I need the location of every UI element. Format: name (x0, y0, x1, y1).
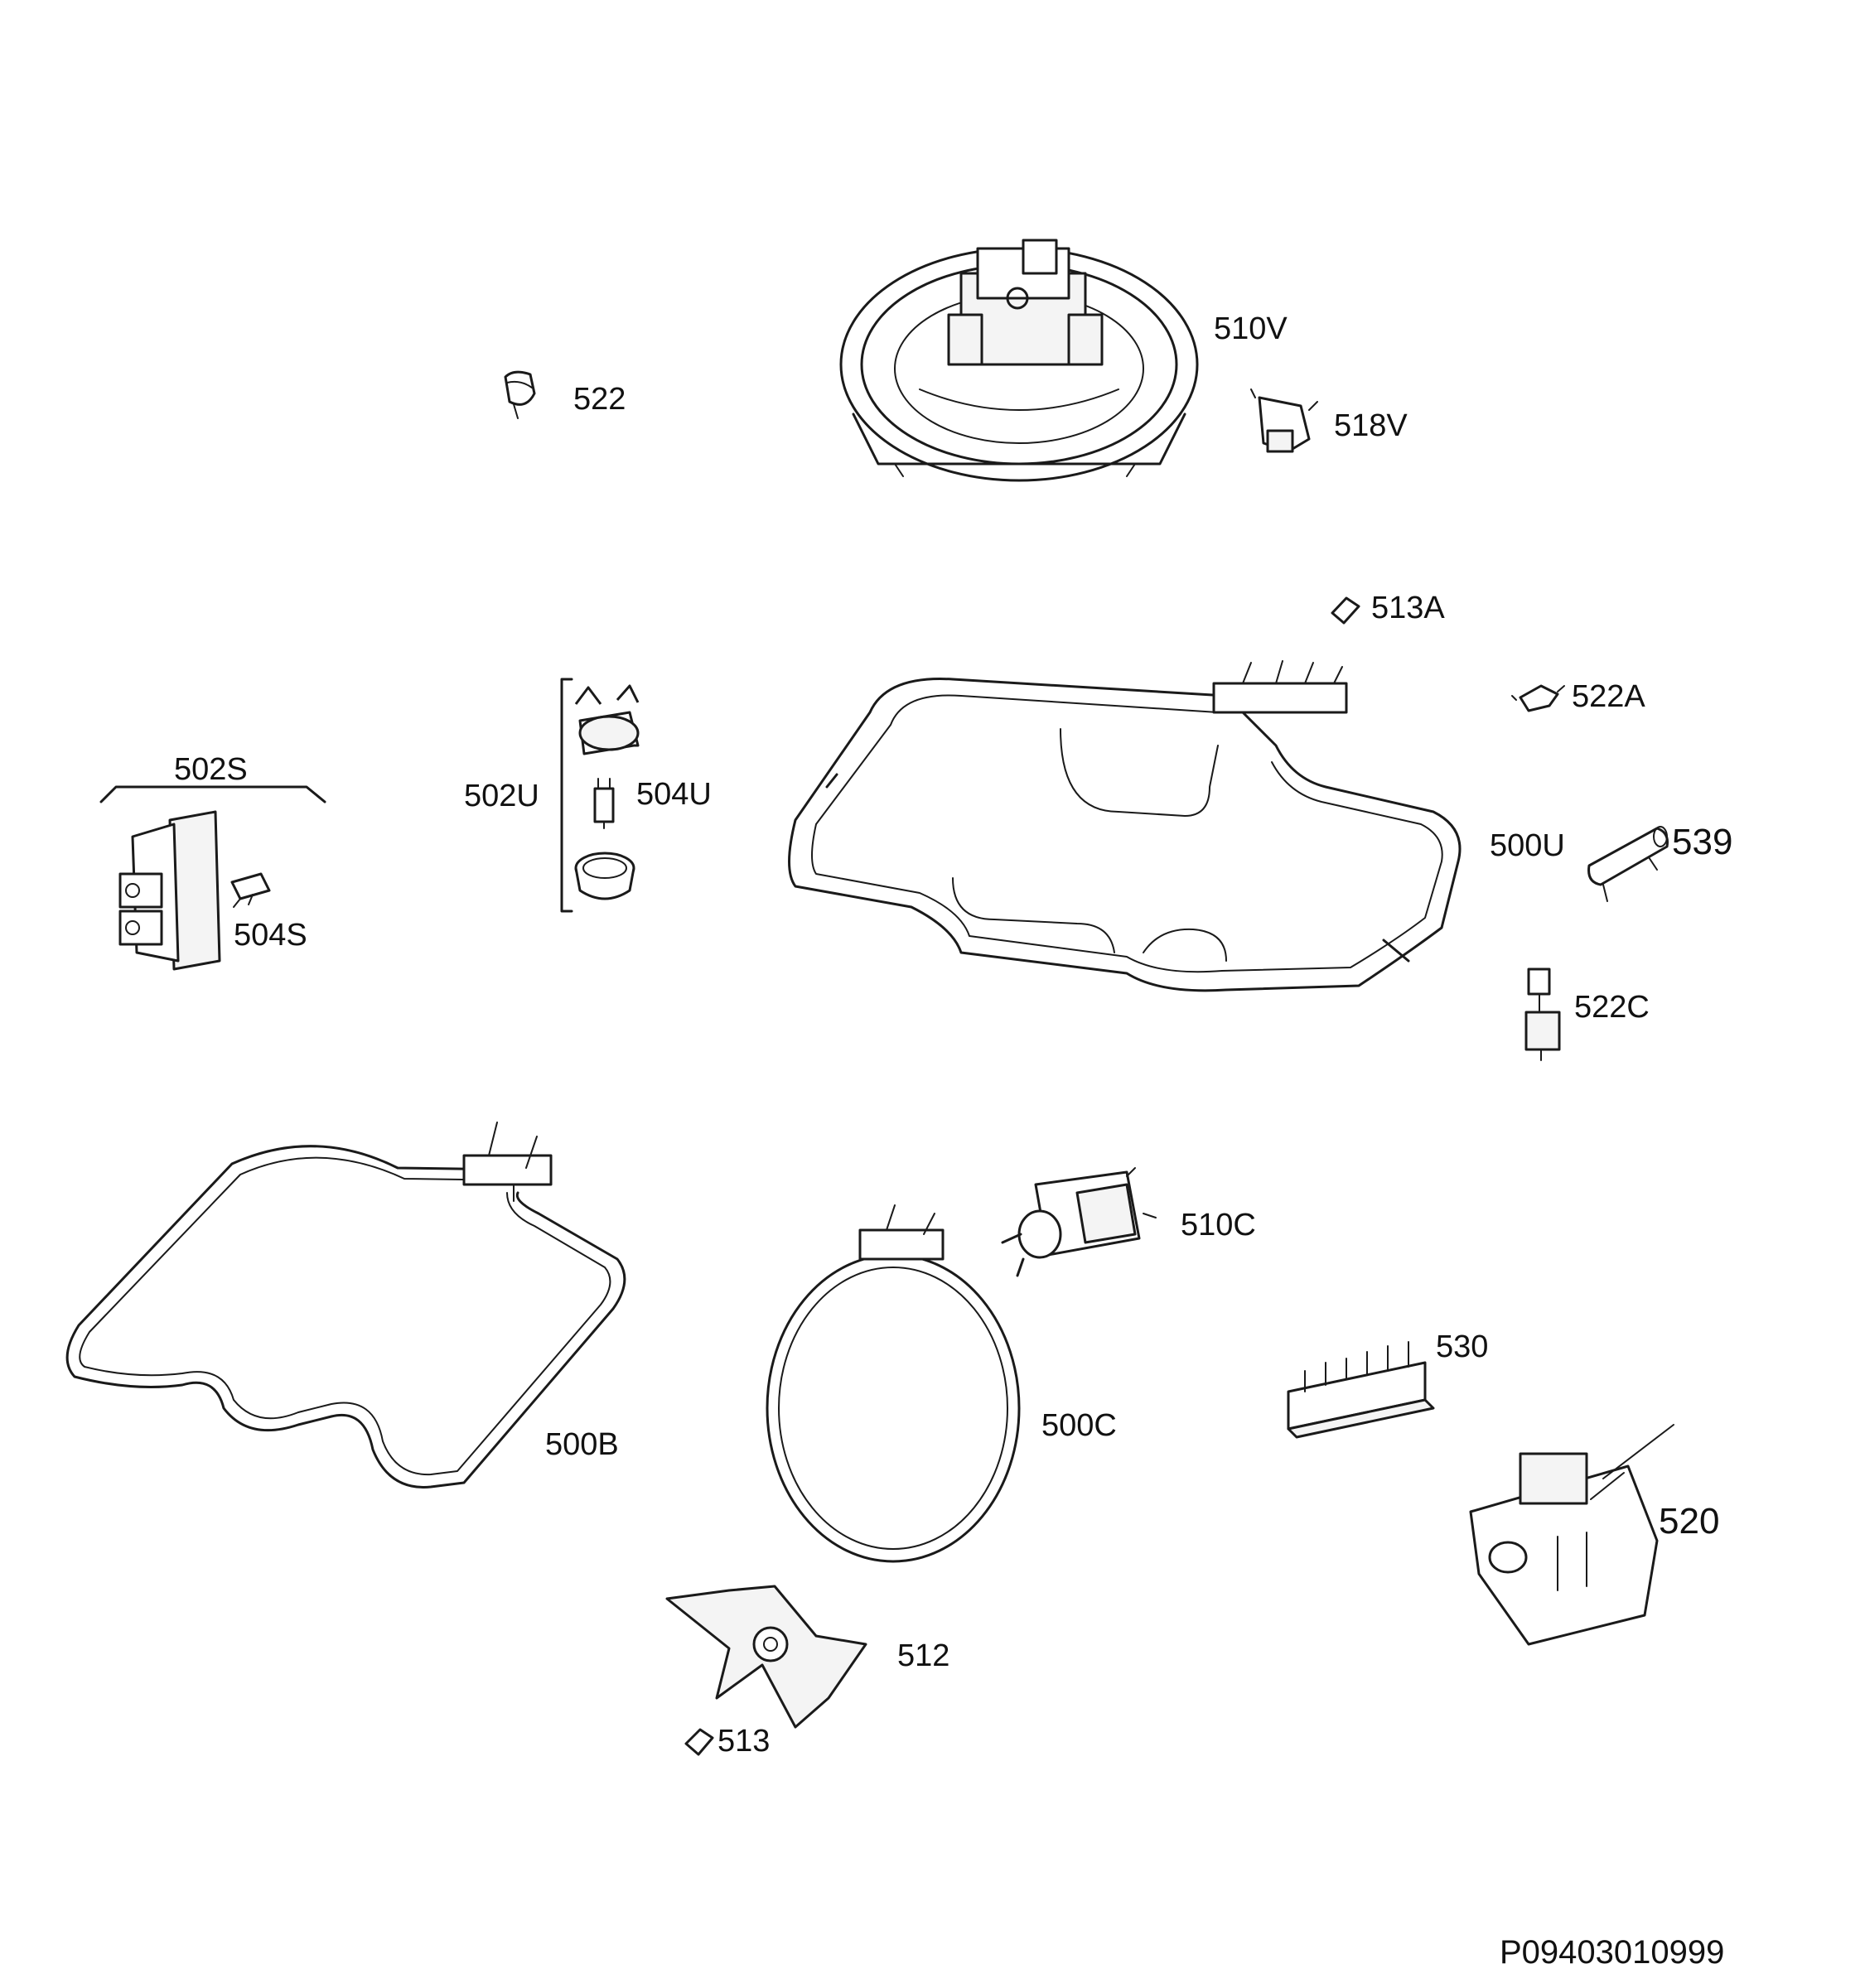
part-504u-connector (593, 778, 615, 829)
label-522: 522 (573, 382, 626, 417)
label-513a: 513A (1371, 591, 1445, 625)
part-502u-lamp-holder (574, 684, 640, 755)
part-518v-bracket (1250, 388, 1318, 453)
part-522c-bracket (1524, 967, 1561, 1061)
part-502u-group-bracket (560, 678, 573, 913)
label-520: 520 (1659, 1501, 1720, 1542)
part-500c-circular-element (766, 1204, 1021, 1563)
label-502u: 502U (464, 779, 539, 813)
part-520-door-switch (1469, 1424, 1674, 1646)
label-512: 512 (897, 1638, 950, 1673)
label-513: 513 (717, 1724, 771, 1759)
label-502s: 502S (174, 752, 248, 787)
label-522a: 522A (1572, 679, 1645, 714)
part-502u-lamp-glass (574, 852, 635, 900)
part-530-terminal-block (1287, 1341, 1435, 1439)
part-510c-motor (1001, 1167, 1157, 1277)
label-510c: 510C (1181, 1208, 1256, 1242)
part-510v-fan-motor-assembly (839, 239, 1199, 482)
part-522a-clip (1511, 684, 1565, 712)
part-539-tube (1587, 826, 1669, 902)
part-512-fan-blade (665, 1585, 867, 1729)
label-500c: 500C (1041, 1408, 1117, 1443)
part-522-clip (504, 370, 536, 419)
label-504u: 504U (636, 777, 712, 812)
label-518v: 518V (1334, 408, 1408, 443)
label-504s: 504S (234, 918, 307, 953)
part-500b-bottom-element (65, 1122, 626, 1489)
document-code: P09403010999 (1500, 1934, 1725, 1971)
label-530: 530 (1436, 1329, 1489, 1364)
label-510v: 510V (1214, 311, 1288, 346)
part-500u-grill-element (788, 660, 1462, 992)
part-504s-connector (230, 872, 271, 908)
label-522c: 522C (1574, 990, 1650, 1025)
part-502s-switch-assembly (99, 785, 326, 971)
label-539: 539 (1672, 822, 1733, 862)
label-500b: 500B (545, 1427, 619, 1462)
label-500u: 500U (1490, 828, 1565, 863)
part-513a-small-block (1331, 596, 1360, 625)
part-513-small-block (684, 1728, 714, 1756)
